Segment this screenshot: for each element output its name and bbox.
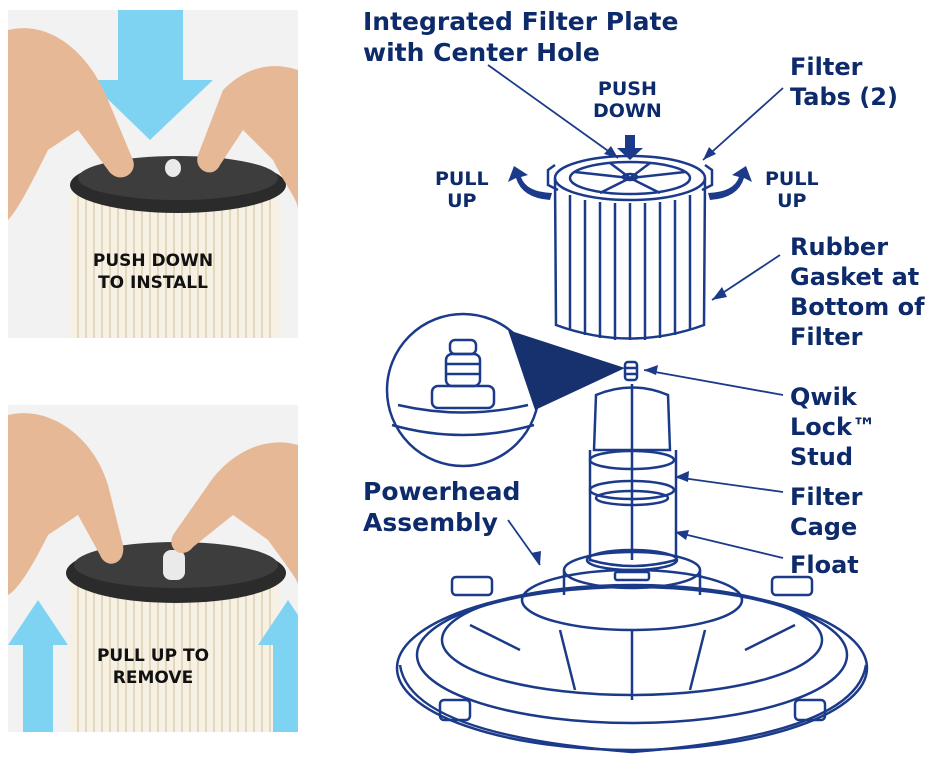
qwik-lock-stud-label: Qwik Lock™ Stud	[790, 383, 876, 471]
powerhead-assembly-label: Powerhead Assembly	[363, 477, 521, 537]
push-down-arrow-icon	[88, 10, 213, 140]
rubber-gasket-label: Rubber Gasket at Bottom of Filter	[790, 233, 925, 351]
filter-cage-label: Filter Cage	[790, 483, 863, 541]
callout-lines	[487, 64, 784, 566]
pull-up-right-label: PULL UP	[765, 168, 819, 212]
pull-up-arrow-right-icon	[258, 600, 298, 732]
stud-drawing	[623, 360, 639, 382]
powerhead-drawing	[395, 550, 869, 754]
filter-plate-label: Integrated Filter Plate with Center Hole	[363, 7, 679, 67]
push-arrow-icon	[617, 135, 643, 160]
filter-drawing	[546, 154, 714, 340]
inset-connector	[508, 330, 625, 410]
pull-up-left-label: PULL UP	[435, 168, 489, 212]
remove-photo: PULL UP TO REMOVE	[8, 405, 298, 732]
cage-drawing	[585, 384, 679, 572]
pull-arrow-left-icon	[508, 166, 552, 200]
pull-up-arrow-left-icon	[8, 600, 68, 732]
install-photo-art	[8, 10, 298, 338]
remove-photo-art	[8, 413, 298, 732]
filter-tabs-label: Filter Tabs (2)	[790, 53, 898, 111]
pull-arrow-right-icon	[708, 166, 752, 200]
float-label: Float	[790, 551, 859, 579]
remove-caption: PULL UP TO REMOVE	[96, 646, 210, 688]
push-down-label: PUSH DOWN	[593, 78, 662, 122]
install-photo: PUSH DOWN TO INSTALL	[8, 10, 298, 338]
install-caption: PUSH DOWN TO INSTALL	[92, 251, 214, 293]
